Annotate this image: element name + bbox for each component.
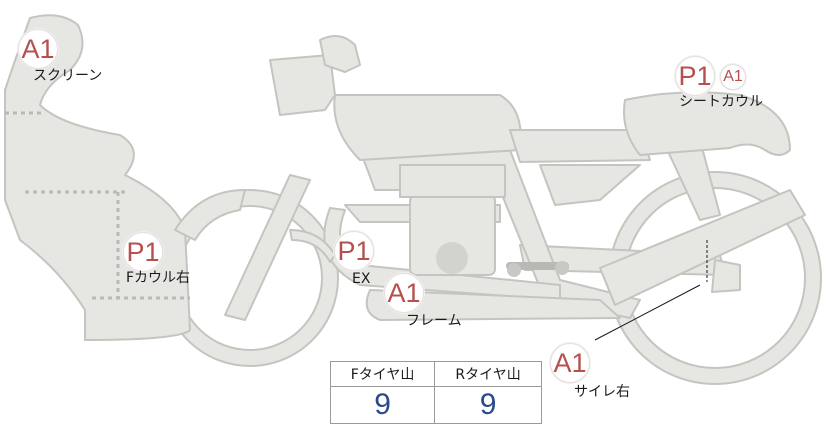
f-cowl-right-grade-badge: P1 [123,232,163,272]
f-cowl-right-label: Fカウル右 [126,270,191,286]
silencer-leader-line [594,284,701,341]
silencer-right-label: サイレ右 [574,384,630,400]
seat-cowl-label: シートカウル [679,94,763,110]
seat-cowl-secondary-grade-badge: A1 [720,64,746,90]
seat-cowl-grade-badge: P1 [675,56,715,96]
fuel-tank [333,94,522,161]
frame-label: フレーム [406,313,462,329]
tire-tread-table: Fタイヤ山 Rタイヤ山 9 9 [329,361,542,424]
rear-tire-header: Rタイヤ山 [434,361,542,387]
front-tire-header: Fタイヤ山 [329,361,436,387]
front-tire-value: 9 [329,386,436,424]
seat-cowl [623,91,791,156]
screen-label: スクリーン [33,68,103,84]
silencer [599,189,806,306]
seat [509,129,651,163]
rear-tire-value: 9 [434,386,542,424]
silencer-right-grade-badge: A1 [550,343,590,383]
exhaust-grade-badge: P1 [334,231,374,271]
front-fork [224,174,311,321]
screen-grade-badge: A1 [18,29,58,69]
exhaust-label: EX [352,271,371,287]
frame-grade-badge: A1 [384,273,424,313]
